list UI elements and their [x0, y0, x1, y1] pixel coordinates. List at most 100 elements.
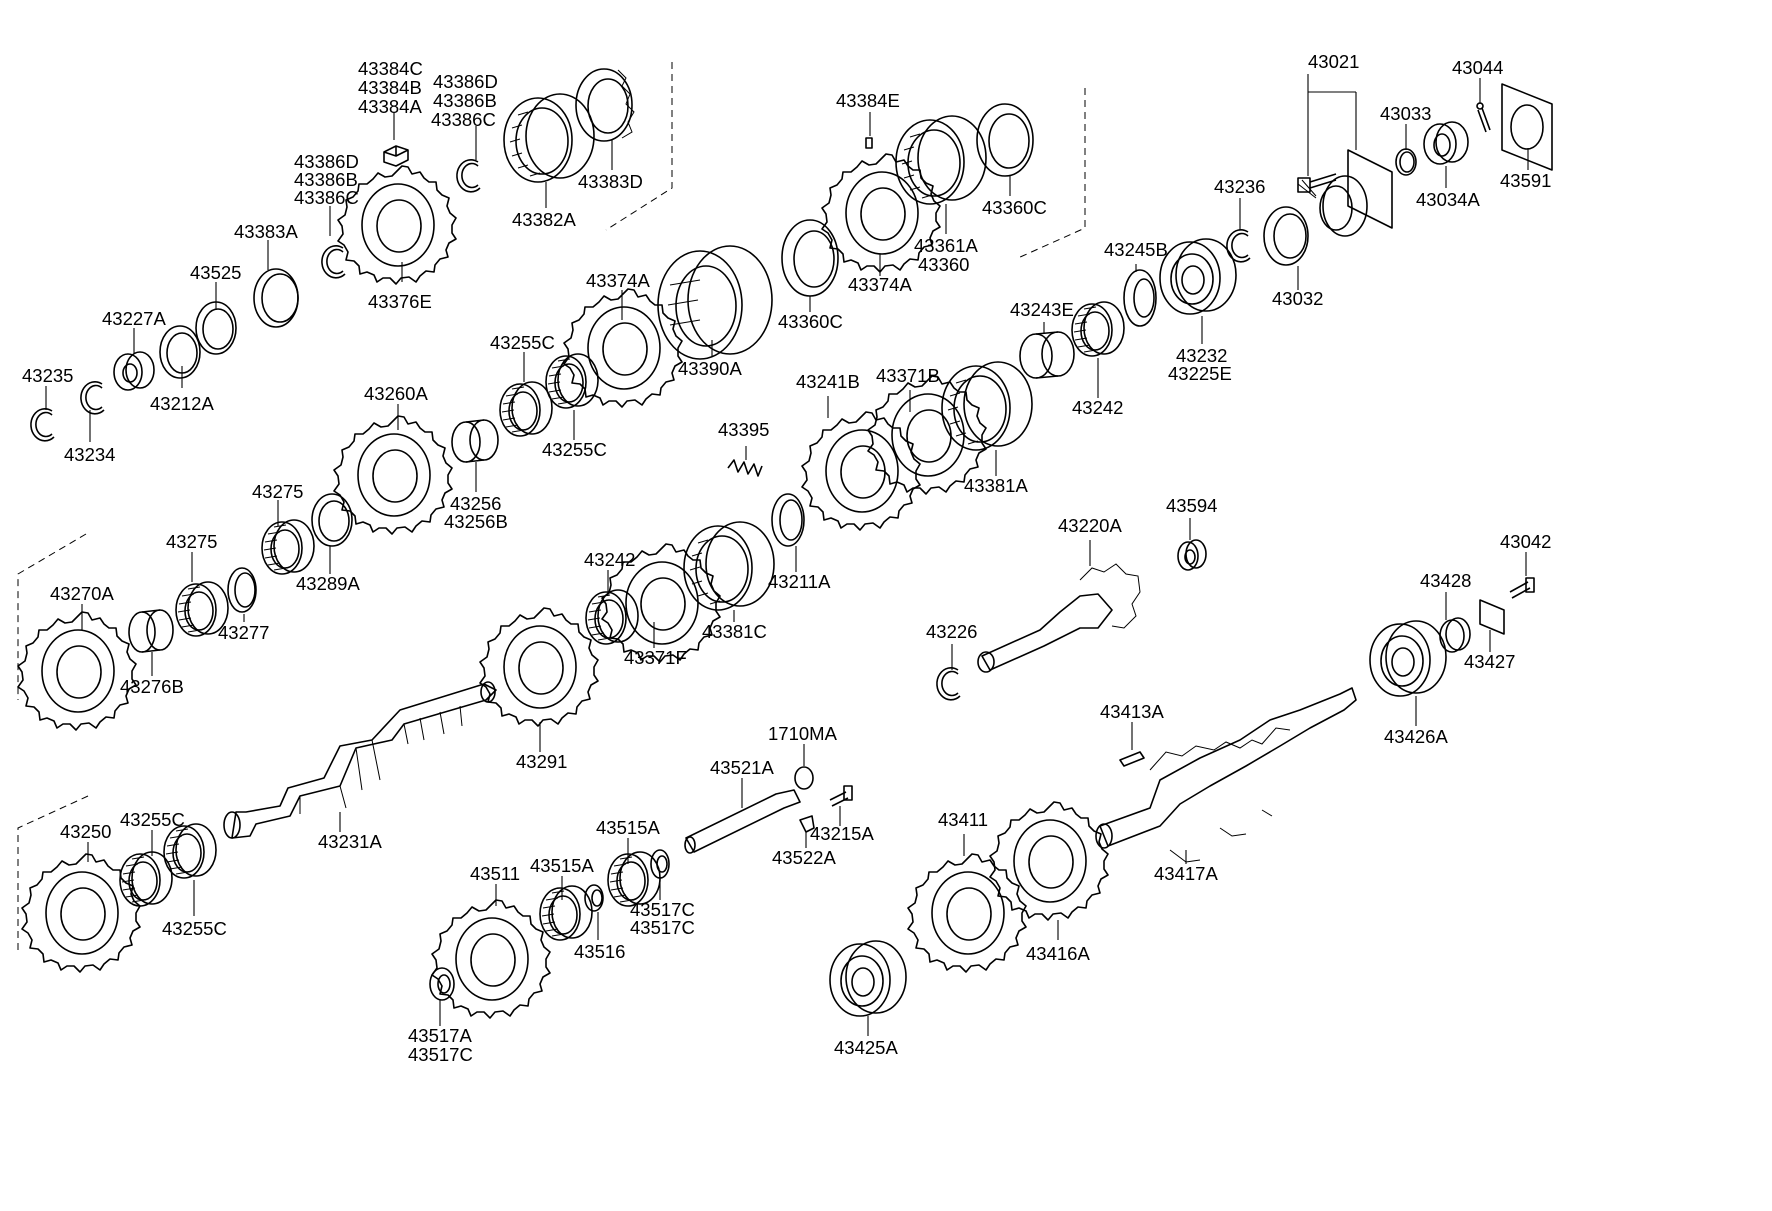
cotter-pin-43044 — [1476, 102, 1491, 133]
gear-43291 — [479, 607, 599, 727]
label-43260A: 43260A — [364, 383, 428, 404]
label-43270A: 43270A — [50, 583, 114, 604]
label-43386C-a: 43386C — [431, 109, 496, 130]
washer-43517A — [429, 967, 455, 1001]
label-43417A: 43417A — [1154, 863, 1218, 884]
label-43241B: 43241B — [796, 371, 860, 392]
needle-bearing-43515A-a — [607, 851, 661, 907]
label-43033: 43033 — [1380, 103, 1431, 124]
label-43371B: 43371B — [876, 365, 940, 386]
pin-43384E — [865, 137, 873, 149]
label-43226: 43226 — [926, 621, 977, 642]
gear-43416A — [989, 801, 1109, 921]
label-43374A-b: 43374A — [586, 270, 650, 291]
shim-43245B — [1123, 269, 1157, 327]
label-43427: 43427 — [1464, 651, 1515, 672]
label-43044: 43044 — [1452, 57, 1503, 78]
label-43384E: 43384E — [836, 90, 900, 111]
nut-43227A — [113, 351, 155, 391]
label-43517C-c: 43517C — [408, 1044, 473, 1065]
label-43275-a: 43275 — [252, 481, 303, 502]
label-43413A: 43413A — [1100, 701, 1164, 722]
label-43225E: 43225E — [1168, 363, 1232, 384]
label-43227A: 43227A — [102, 308, 166, 329]
label-43381C: 43381C — [702, 621, 767, 642]
washer-43212A — [159, 325, 201, 379]
snap-ring-43235 — [30, 408, 55, 442]
snap-ring-43386-b — [456, 159, 481, 193]
ball-bearing-43426A — [1369, 620, 1447, 697]
washer-43032 — [1263, 206, 1309, 266]
label-43382A: 43382A — [512, 209, 576, 230]
collar-43256 — [451, 419, 499, 463]
idler-shaft-43521A — [684, 789, 801, 854]
ball-bearing-43232 — [1159, 238, 1237, 315]
label-43242-a: 43242 — [1072, 397, 1123, 418]
label-43255C-d: 43255C — [162, 918, 227, 939]
label-43395: 43395 — [718, 419, 769, 440]
label-43371F: 43371F — [624, 647, 687, 668]
ball-bearing-43425A — [829, 940, 907, 1017]
needle-bearing-43275-a — [261, 519, 315, 575]
label-43383A: 43383A — [234, 221, 298, 242]
label-43235: 43235 — [22, 365, 73, 386]
label-43511: 43511 — [470, 863, 520, 884]
leader-lines — [45, 74, 1529, 1036]
label-43517C-b: 43517C — [630, 917, 695, 938]
label-43386D-b: 43386D — [294, 151, 359, 172]
sleeve-43361A — [895, 115, 987, 205]
label-43381A: 43381A — [964, 475, 1028, 496]
label-43411: 43411 — [938, 809, 988, 830]
synchro-ring-43360C — [781, 219, 839, 297]
label-43220A: 43220A — [1058, 515, 1122, 536]
label-43386B-a: 43386B — [433, 90, 497, 111]
label-43428: 43428 — [1420, 570, 1471, 591]
label-43256: 43256 — [450, 493, 501, 514]
label-43256B: 43256B — [444, 511, 508, 532]
label-43232: 43232 — [1176, 345, 1227, 366]
label-43390A: 43390A — [678, 358, 742, 379]
label-43245B: 43245B — [1104, 239, 1168, 260]
snap-ring-43226 — [936, 667, 961, 701]
needle-bearing-43515A-b — [539, 885, 593, 941]
o-ring-43033 — [1395, 148, 1417, 176]
collar-43243E — [1019, 331, 1075, 379]
label-43255C-a: 43255C — [490, 332, 555, 353]
collar-43516 — [584, 884, 604, 912]
lock-plate-43522A — [799, 815, 815, 833]
main-shaft-43231A — [223, 681, 497, 839]
label-43376E: 43376E — [368, 291, 432, 312]
label-43525: 43525 — [190, 262, 241, 283]
plate-43428 — [1439, 617, 1471, 653]
label-43255C-c: 43255C — [120, 809, 185, 830]
label-43521A: 43521A — [710, 757, 774, 778]
label-43021: 43021 — [1308, 51, 1359, 72]
label-43212A: 43212A — [150, 393, 214, 414]
snap-ring-43234 — [80, 381, 105, 415]
label-43211A: 43211A — [768, 571, 831, 592]
label-43517C-a: 43517C — [630, 899, 695, 920]
label-43236: 43236 — [1214, 176, 1265, 197]
bush-43289A — [311, 493, 353, 547]
key-43384 — [383, 145, 409, 167]
gear-43250 — [21, 853, 141, 973]
group-frame-top — [605, 62, 673, 231]
ring-43383A — [253, 268, 299, 328]
collar-43276B — [128, 609, 174, 653]
gear-43511 — [431, 899, 551, 1019]
label-43384A: 43384A — [358, 96, 422, 117]
group-frame-left — [17, 533, 87, 700]
label-43289A: 43289A — [296, 573, 360, 594]
label-43242-b: 43242 — [584, 549, 635, 570]
lock-plate-43427 — [1479, 599, 1505, 635]
label-43360: 43360 — [918, 254, 969, 275]
label-43276B: 43276B — [120, 676, 184, 697]
bolt-43215A — [829, 785, 853, 807]
label-43386B-b: 43386B — [294, 169, 358, 190]
label-43250: 43250 — [60, 821, 111, 842]
bolt-43042 — [1509, 577, 1535, 599]
label-43384B: 43384B — [358, 77, 422, 98]
washer-43211A — [771, 493, 805, 547]
o-ring-1710MA — [794, 766, 814, 790]
label-43384C: 43384C — [358, 58, 423, 79]
